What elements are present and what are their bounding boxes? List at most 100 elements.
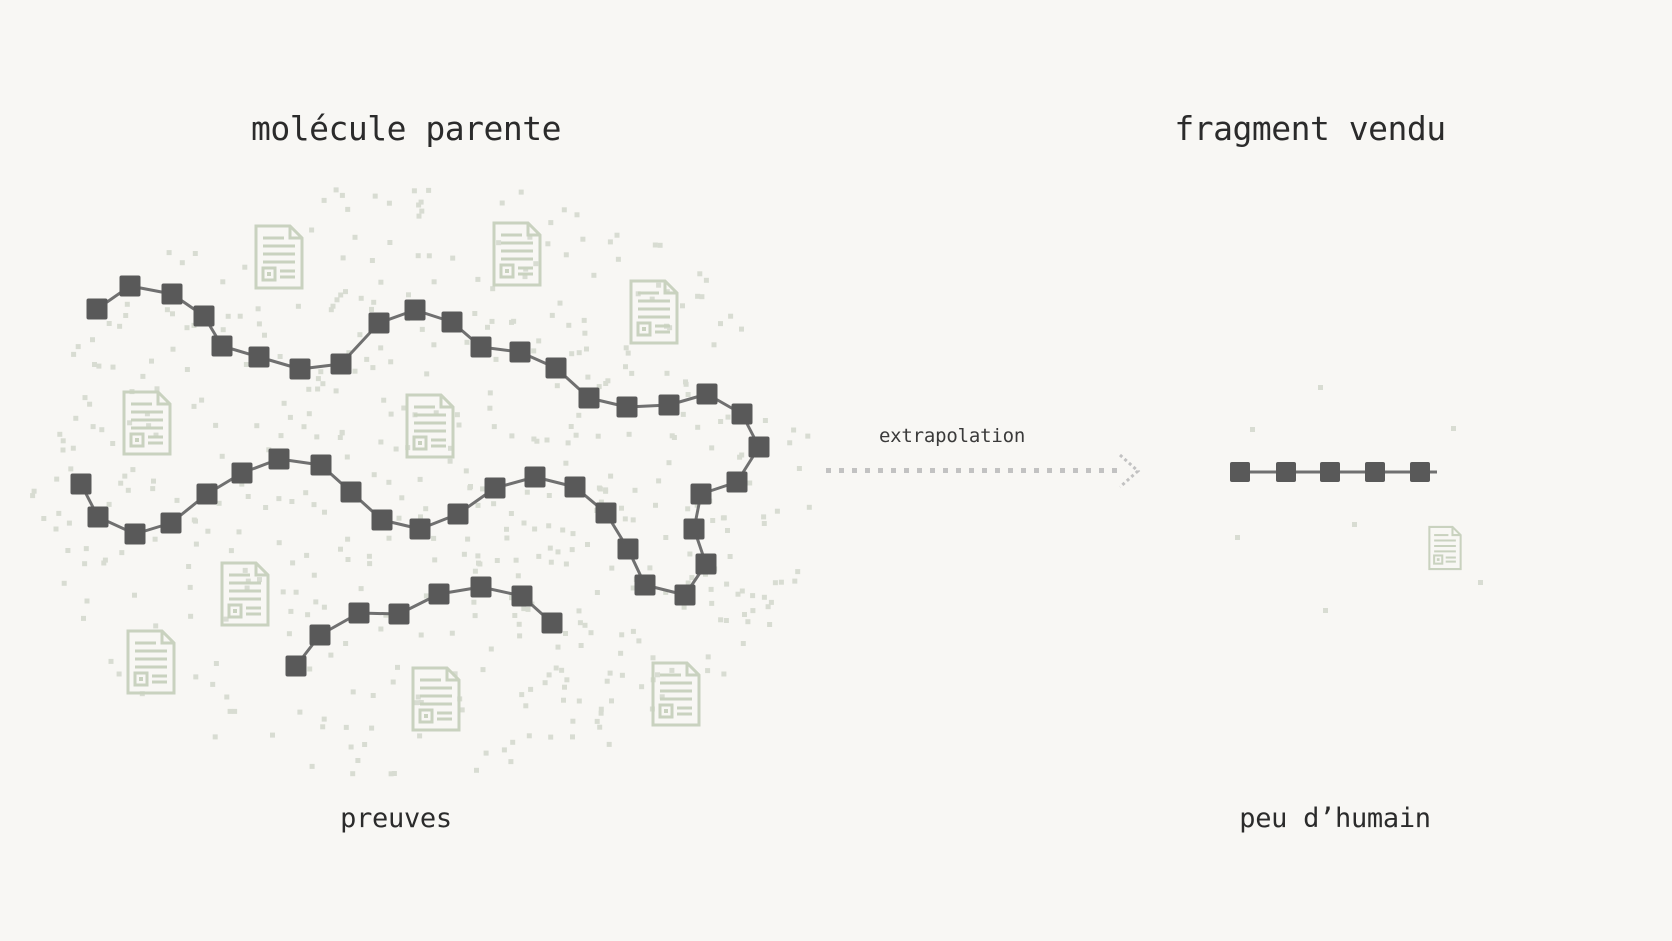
evidence-dot xyxy=(386,535,392,541)
evidence-dot xyxy=(345,536,351,542)
evidence-dot xyxy=(772,580,778,586)
evidence-dot xyxy=(761,594,767,600)
evidence-dot xyxy=(417,733,423,739)
evidence-dot xyxy=(423,593,429,599)
evidence-dot xyxy=(122,473,128,479)
evidence-dot xyxy=(227,708,233,714)
evidence-dot xyxy=(796,466,802,471)
evidence-dot xyxy=(192,251,198,256)
evidence-dot xyxy=(632,487,638,493)
evidence-dot xyxy=(767,622,773,627)
evidence-dot xyxy=(216,500,222,506)
evidence-dot xyxy=(524,489,530,495)
evidence-dot xyxy=(557,300,563,306)
evidence-dot xyxy=(681,604,687,610)
evidence-caption: preuves xyxy=(340,803,452,834)
evidence-dot xyxy=(388,771,394,777)
evidence-dot xyxy=(315,376,321,382)
evidence-dot xyxy=(393,446,399,452)
evidence-dot xyxy=(431,279,437,285)
evidence-dot xyxy=(594,718,600,724)
evidence-dot xyxy=(563,460,569,466)
evidence-dot xyxy=(346,350,352,356)
evidence-dot xyxy=(761,514,767,520)
evidence-dot xyxy=(71,351,77,357)
atom-node xyxy=(696,383,718,405)
evidence-dot xyxy=(96,363,102,369)
evidence-dot xyxy=(280,589,286,595)
document-icon xyxy=(220,561,270,627)
evidence-dot xyxy=(432,557,438,563)
evidence-dot xyxy=(305,612,311,618)
evidence-dot xyxy=(328,307,334,313)
arrow-dot xyxy=(891,468,896,473)
evidence-dot xyxy=(629,370,635,376)
evidence-dot xyxy=(553,665,559,671)
arrow-dot xyxy=(839,468,844,473)
evidence-dot xyxy=(569,351,575,357)
extrapolation-arrow xyxy=(826,453,1141,489)
evidence-dot xyxy=(504,526,509,532)
atom-node xyxy=(695,553,717,575)
evidence-dot xyxy=(472,613,478,619)
evidence-dot xyxy=(378,279,384,285)
evidence-dot xyxy=(243,362,249,367)
evidence-dot xyxy=(546,493,552,498)
evidence-dot xyxy=(454,412,460,418)
evidence-dot xyxy=(718,617,724,623)
arrow-dot xyxy=(1021,468,1026,473)
evidence-dot xyxy=(705,654,711,660)
evidence-dot xyxy=(411,188,417,194)
evidence-dot xyxy=(680,303,685,309)
evidence-dot xyxy=(276,540,282,546)
evidence-dot xyxy=(220,279,226,285)
evidence-dot xyxy=(531,348,537,354)
evidence-dot xyxy=(242,264,248,270)
evidence-dot xyxy=(127,420,133,426)
evidence-dot xyxy=(352,234,358,240)
evidence-dot xyxy=(534,438,540,444)
evidence-dot xyxy=(742,612,747,617)
evidence-dot xyxy=(745,619,751,625)
evidence-dot xyxy=(321,197,327,203)
atom-node xyxy=(371,509,393,531)
parent-molecule xyxy=(70,275,770,677)
evidence-dot xyxy=(685,392,691,397)
evidence-dot xyxy=(598,499,604,505)
evidence-dot xyxy=(110,441,116,446)
arrow-dot xyxy=(1073,468,1078,473)
document-icon xyxy=(122,390,172,456)
atom-node xyxy=(404,299,426,321)
evidence-dot xyxy=(521,606,527,612)
evidence-dot xyxy=(739,452,745,458)
evidence-dot xyxy=(371,472,377,478)
evidence-dot xyxy=(320,724,326,730)
evidence-dot xyxy=(605,378,611,384)
evidence-dot xyxy=(236,529,242,535)
evidence-dot xyxy=(232,708,238,714)
evidence-dot xyxy=(338,546,343,552)
evidence-dot xyxy=(337,435,343,440)
evidence-dot xyxy=(256,321,262,327)
evidence-dot xyxy=(472,311,478,316)
sold-fragment xyxy=(1230,385,1483,613)
evidence-dot xyxy=(522,274,528,280)
evidence-dot xyxy=(664,370,670,376)
evidence-dot xyxy=(518,189,524,195)
evidence-dot xyxy=(68,466,74,472)
evidence-dot xyxy=(187,584,193,590)
evidence-dot xyxy=(357,332,363,338)
evidence-dot xyxy=(475,553,481,559)
evidence-dot xyxy=(488,646,494,652)
evidence-dot xyxy=(306,411,312,417)
evidence-dot xyxy=(57,431,63,437)
evidence-dot xyxy=(623,345,629,351)
evidence-dot xyxy=(669,667,675,673)
evidence-dot xyxy=(449,630,455,636)
evidence-dot xyxy=(475,276,481,282)
evidence-dot xyxy=(60,447,66,453)
fragment-dot xyxy=(1250,427,1255,432)
evidence-dot xyxy=(286,631,292,637)
evidence-dot xyxy=(153,623,159,629)
evidence-dot xyxy=(594,590,600,595)
